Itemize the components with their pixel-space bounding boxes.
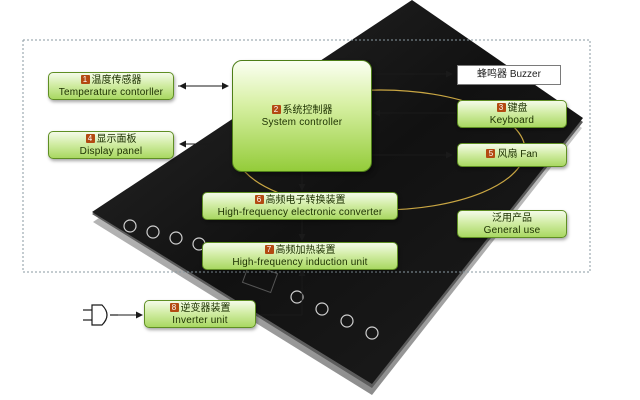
control-button: [365, 326, 379, 340]
control-buttons-left: [123, 219, 206, 251]
control-button: [290, 290, 304, 304]
control-button: [315, 302, 329, 316]
badge-number: 8: [169, 303, 179, 312]
control-button: [146, 225, 160, 239]
power-plug-icon: [83, 304, 118, 326]
badge-number: 2: [271, 105, 281, 114]
badge-number: 6: [254, 195, 264, 204]
inverter-en: Inverter unit: [172, 314, 228, 326]
hf-induction-en: High-frequency induction unit: [232, 256, 368, 268]
general-use-zh: 泛用产品: [492, 213, 532, 224]
general-use-en: General use: [483, 224, 541, 236]
keyboard-zh: 键盘: [507, 103, 528, 114]
system-boundary-dotted: [22, 39, 591, 273]
badge-number: 4: [85, 134, 95, 143]
badge-number: 5: [486, 149, 496, 158]
control-buttons-right: [290, 290, 379, 340]
temperature-controller-zh: 温度传感器: [91, 75, 142, 86]
hf-converter-zh: 高频电子转换装置: [265, 195, 346, 206]
control-button: [340, 314, 354, 328]
temperature-controller-en: Temperature contorller: [58, 86, 164, 98]
control-button: [123, 219, 137, 233]
inverter-zh: 逆变器装置: [180, 303, 231, 314]
badge-number: 3: [496, 103, 506, 112]
connector-lines: [118, 70, 456, 319]
badge-number: 1: [80, 75, 90, 84]
hf-induction-zh: 高频加热装置: [275, 245, 336, 256]
display-panel-zh: 显示面板: [96, 134, 137, 145]
badge-number: 7: [264, 245, 274, 254]
keyboard-en: Keyboard: [489, 114, 535, 126]
display-panel-en: Display panel: [79, 145, 143, 157]
fan-label: 风扇 Fan: [497, 149, 538, 160]
hf-converter-en: High-frequency electronic converter: [217, 206, 383, 218]
buzzer-label: 蜂鸣器 Buzzer: [457, 65, 561, 85]
general-use-box: 泛用产品 General use: [457, 210, 567, 238]
control-button: [169, 231, 183, 245]
system-controller-en: System controller: [261, 116, 343, 128]
system-controller-zh: 系统控制器: [282, 105, 333, 116]
